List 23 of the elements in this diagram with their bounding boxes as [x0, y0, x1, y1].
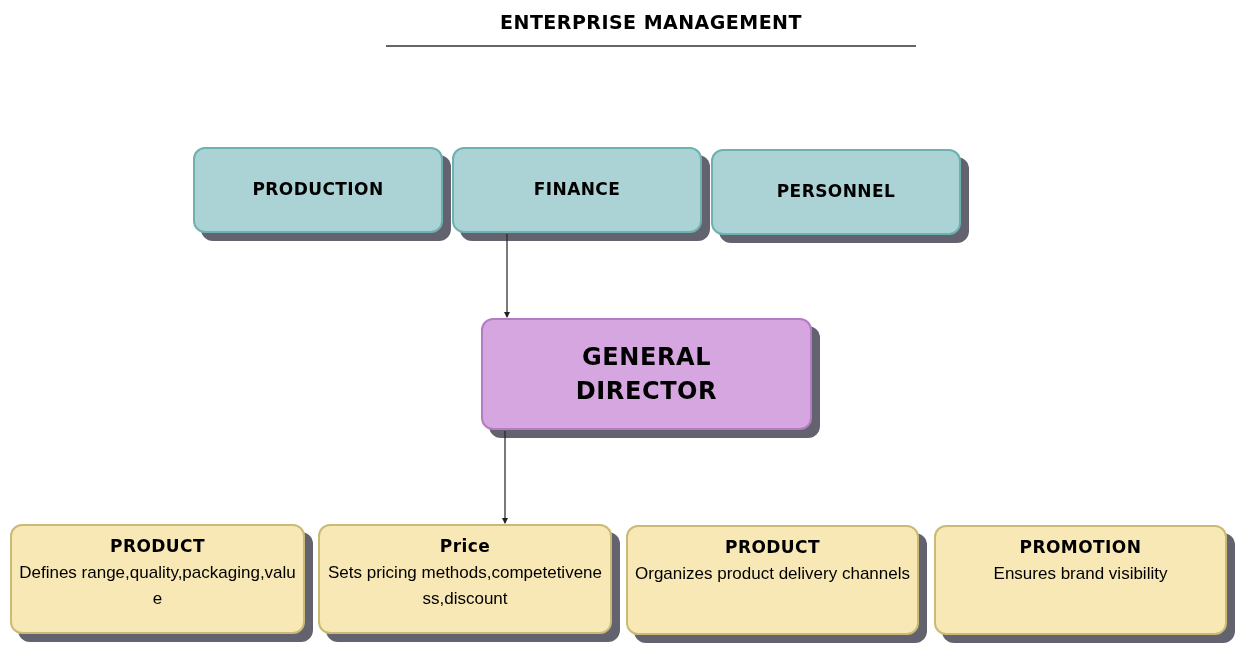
marketing-box — [10, 524, 305, 634]
box-heading: PERSONNEL — [776, 180, 896, 204]
box-heading: PRODUCTION — [252, 178, 384, 202]
box-description: Sets pricing methods,competetiveness,discount — [326, 561, 603, 610]
arrow — [502, 430, 508, 524]
department-box — [193, 147, 443, 233]
box-heading: PRODUCT — [110, 535, 205, 558]
box-heading: Price — [439, 535, 491, 558]
box-description: Defines range,quality,packaging,value — [18, 561, 297, 610]
title: ENTERPRISE MANAGEMENT — [499, 10, 803, 35]
box-heading: PRODUCT — [725, 536, 820, 559]
marketing-box — [626, 525, 919, 635]
marketing-box — [318, 524, 612, 634]
arrow — [504, 233, 510, 318]
department-box — [452, 147, 702, 233]
director-box — [481, 318, 812, 430]
department-box — [711, 149, 961, 235]
box-heading: FINANCE — [533, 178, 621, 202]
marketing-box — [934, 525, 1227, 635]
box-description: Organizes product delivery channels — [635, 562, 910, 585]
box-description: Ensures brand visibility — [993, 562, 1168, 585]
box-heading: PROMOTION — [1019, 536, 1142, 559]
box-heading: GENERAL DIRECTOR — [574, 342, 719, 407]
